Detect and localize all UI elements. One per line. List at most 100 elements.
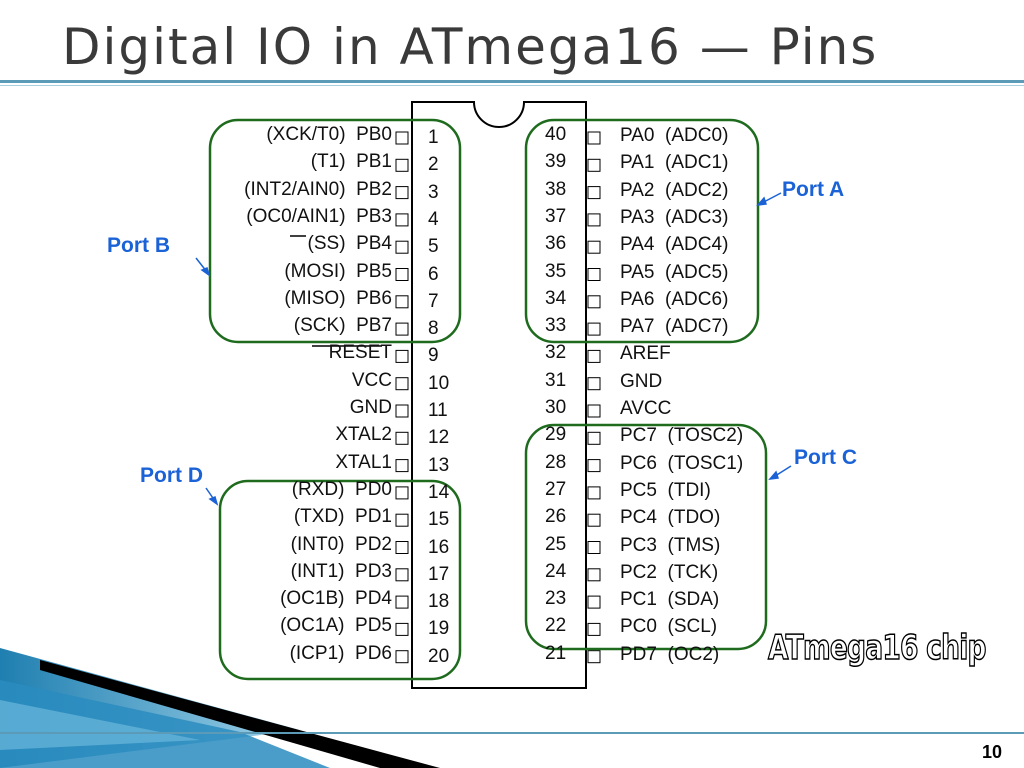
left-pin-number: 9 xyxy=(428,345,439,367)
right-pin-label: PC6 (TOSC1) xyxy=(620,452,744,474)
right-pin-pad xyxy=(587,158,601,172)
left-pin-label: (OC1A) PD5 xyxy=(280,615,392,637)
right-pin-number: 36 xyxy=(545,233,567,255)
right-pin-number: 25 xyxy=(545,533,567,555)
right-pin-label: PA1 (ADC1) xyxy=(620,152,729,174)
port-d-box xyxy=(218,479,462,681)
left-pin-label: (XCK/T0) PB0 xyxy=(266,124,392,145)
right-pin-pad xyxy=(587,240,601,254)
left-pin-pad xyxy=(395,295,409,309)
left-pin-label: (INT1) PD3 xyxy=(290,560,392,582)
left-pin-label: (OC0/AIN1) PB3 xyxy=(246,205,392,227)
left-pin-pad xyxy=(395,377,409,391)
right-pin-number: 39 xyxy=(545,151,567,173)
right-pin-label: GND xyxy=(620,370,663,392)
right-pin-label: PA0 (ADC0) xyxy=(620,125,729,146)
right-pin-pad xyxy=(587,213,601,227)
right-pin-pad xyxy=(587,431,601,445)
right-pin-number: 37 xyxy=(545,205,567,227)
right-pin-number: 40 xyxy=(545,124,567,145)
left-pin-pad xyxy=(395,213,409,227)
port-b-box xyxy=(208,118,462,344)
right-pin-number: 23 xyxy=(545,588,567,610)
left-pin-label: XTAL1 xyxy=(335,451,392,473)
left-pin-label: (INT2/AIN0) PB2 xyxy=(244,178,392,200)
left-pin-number: 20 xyxy=(428,645,450,667)
left-pin-pad xyxy=(395,404,409,418)
port-a-label: Port A xyxy=(782,178,845,201)
right-pin-label: PC7 (TOSC2) xyxy=(620,425,744,447)
left-pin-label: (ICP1) PD6 xyxy=(289,642,392,664)
right-pin-pad xyxy=(587,131,601,145)
right-pin-pad xyxy=(587,622,601,636)
right-pin-label: AVCC xyxy=(620,398,672,419)
page-number: 10 xyxy=(981,742,1002,762)
pin-boxes xyxy=(395,131,601,664)
left-pin-label: (OC1B) PD4 xyxy=(280,588,392,610)
left-pin-number: 17 xyxy=(428,563,450,585)
left-pin-number: 13 xyxy=(428,454,450,476)
left-pin-label: GND xyxy=(349,397,392,418)
footer-rule xyxy=(0,732,1024,734)
left-pin-number: 8 xyxy=(428,318,439,340)
right-pin-label: PC1 (SDA) xyxy=(620,589,720,611)
left-pin-pad xyxy=(395,622,409,636)
right-pin-number: 32 xyxy=(545,342,567,364)
right-pin-label: PA2 (ADC2) xyxy=(620,179,729,201)
left-pin-number: 4 xyxy=(428,208,439,230)
port-b-label: Port B xyxy=(107,234,170,257)
port-d-label: Port D xyxy=(140,464,203,487)
chip-caption: ATmega16 chip xyxy=(767,627,987,669)
right-pin-label: PC5 (TDI) xyxy=(620,479,711,501)
right-pin-pad xyxy=(587,568,601,582)
left-pin-number: 19 xyxy=(428,618,450,640)
right-pin-pad xyxy=(587,541,601,554)
right-pin-pad xyxy=(587,186,601,200)
right-pin-pad xyxy=(587,486,601,500)
right-pin-number: 38 xyxy=(545,178,567,200)
left-pin-pad xyxy=(395,486,409,500)
right-pin-pad xyxy=(587,295,601,309)
right-pin-pad xyxy=(587,650,601,664)
left-pin-number: 2 xyxy=(428,154,439,176)
left-pin-pad xyxy=(395,186,409,200)
right-pin-number: 22 xyxy=(545,615,567,637)
right-pin-label: AREF xyxy=(620,343,671,365)
left-pin-number: 10 xyxy=(428,372,450,394)
left-pin-number: 3 xyxy=(428,181,439,203)
right-pin-number: 27 xyxy=(545,478,567,500)
bottom-decoration xyxy=(0,648,440,768)
right-pin-number: 33 xyxy=(545,315,567,337)
left-pin-pad xyxy=(395,349,409,363)
right-pin-number: 29 xyxy=(545,424,567,446)
port-c-box xyxy=(524,423,768,651)
left-pin-label: (MISO) PB6 xyxy=(284,287,392,309)
right-pin-number: 26 xyxy=(545,506,567,528)
port-c-label: Port C xyxy=(794,446,857,469)
left-pin-label: (SCK) PB7 xyxy=(293,315,392,337)
left-pin-label: (RXD) PD0 xyxy=(291,478,392,500)
left-pin-pad xyxy=(395,158,409,172)
right-pin-label: PC2 (TCK) xyxy=(620,561,719,583)
right-pin-label: PA5 (ADC5) xyxy=(620,261,729,283)
right-pin-number: 31 xyxy=(545,369,567,391)
left-pin-number: 6 xyxy=(428,263,439,285)
left-pin-pad xyxy=(395,131,409,145)
left-pin-pad xyxy=(395,513,409,527)
left-pin-label: (MOSI) PB5 xyxy=(284,260,392,282)
right-pin-number: 30 xyxy=(545,397,567,418)
right-pin-label: PA7 (ADC7) xyxy=(620,316,729,338)
right-pin-number: 34 xyxy=(545,287,567,309)
left-pin-number: 15 xyxy=(428,509,450,531)
right-pin-label: PC3 (TMS) xyxy=(620,534,721,556)
left-pin-number: 1 xyxy=(428,127,439,148)
right-pin-pad xyxy=(587,322,601,336)
left-pin-pad xyxy=(395,459,409,473)
left-pin-pad xyxy=(395,322,409,336)
port-a-box xyxy=(524,118,760,344)
left-pin-number: 7 xyxy=(428,290,439,312)
left-pin-pad xyxy=(395,268,409,281)
right-pin-label: PA3 (ADC3) xyxy=(620,206,729,228)
right-pin-pad xyxy=(587,377,601,391)
